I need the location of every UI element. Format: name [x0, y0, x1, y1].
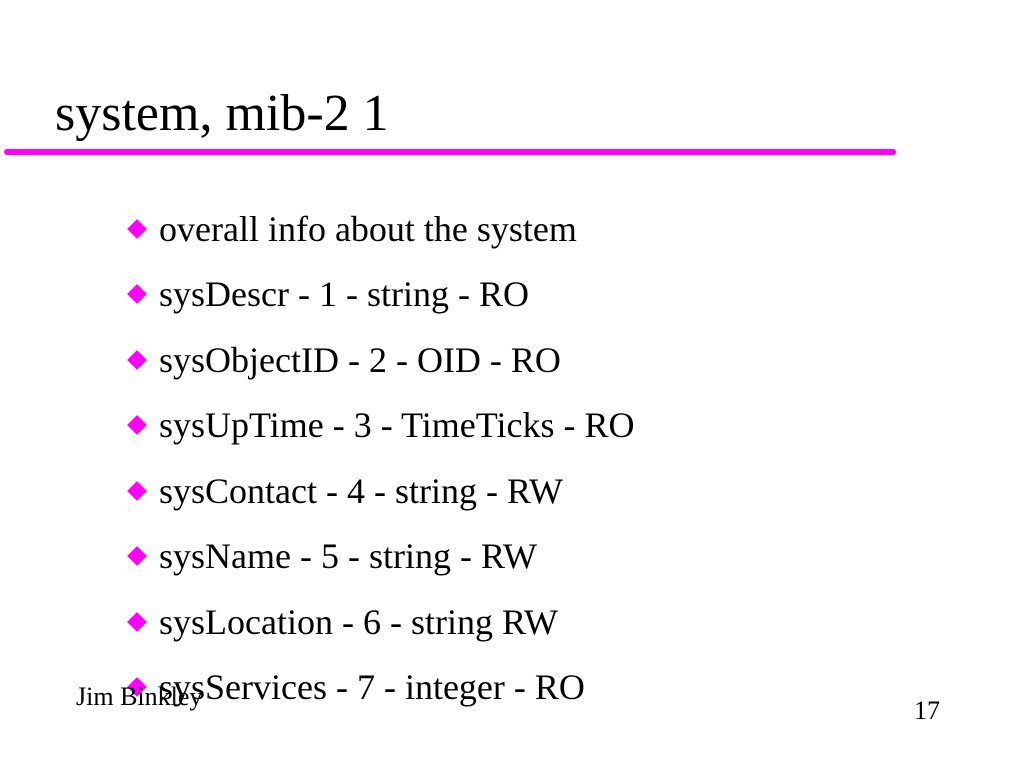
diamond-icon	[127, 546, 147, 567]
list-item: overall info about the system	[124, 196, 634, 262]
diamond-icon	[127, 218, 147, 239]
list-item: sysLocation - 6 - string RW	[124, 589, 634, 655]
diamond-icon	[127, 284, 147, 305]
title-underline-rule	[4, 149, 896, 155]
bullet-text: sysServices - 7 - integer - RO	[159, 667, 585, 708]
list-item: sysUpTime - 3 - TimeTicks - RO	[124, 393, 634, 459]
page-number: 17	[914, 696, 940, 725]
list-item: sysName - 5 - string - RW	[124, 524, 634, 590]
list-item: sysContact - 4 - string - RW	[124, 458, 634, 524]
diamond-icon	[127, 415, 147, 436]
slide-title: system, mib-2 1	[55, 85, 389, 142]
bullet-text: sysContact - 4 - string - RW	[159, 470, 563, 511]
list-item: sysDescr - 1 - string - RO	[124, 262, 634, 328]
bullet-list: overall info about the system sysDescr -…	[124, 196, 634, 720]
diamond-icon	[127, 349, 147, 370]
list-item: sysObjectID - 2 - OID - RO	[124, 327, 634, 393]
bullet-text: sysName - 5 - string - RW	[159, 536, 537, 577]
bullet-text: sysUpTime - 3 - TimeTicks - RO	[159, 405, 635, 446]
bullet-text: sysLocation - 6 - string RW	[159, 601, 558, 642]
bullet-text: sysObjectID - 2 - OID - RO	[159, 339, 561, 380]
diamond-icon	[127, 480, 147, 501]
list-item: sysServices - 7 - integer - RO	[124, 655, 634, 721]
footer-author: Jim Binkley	[76, 682, 203, 711]
diamond-icon	[127, 611, 147, 632]
bullet-text: sysDescr - 1 - string - RO	[159, 274, 529, 315]
bullet-text: overall info about the system	[159, 208, 577, 249]
